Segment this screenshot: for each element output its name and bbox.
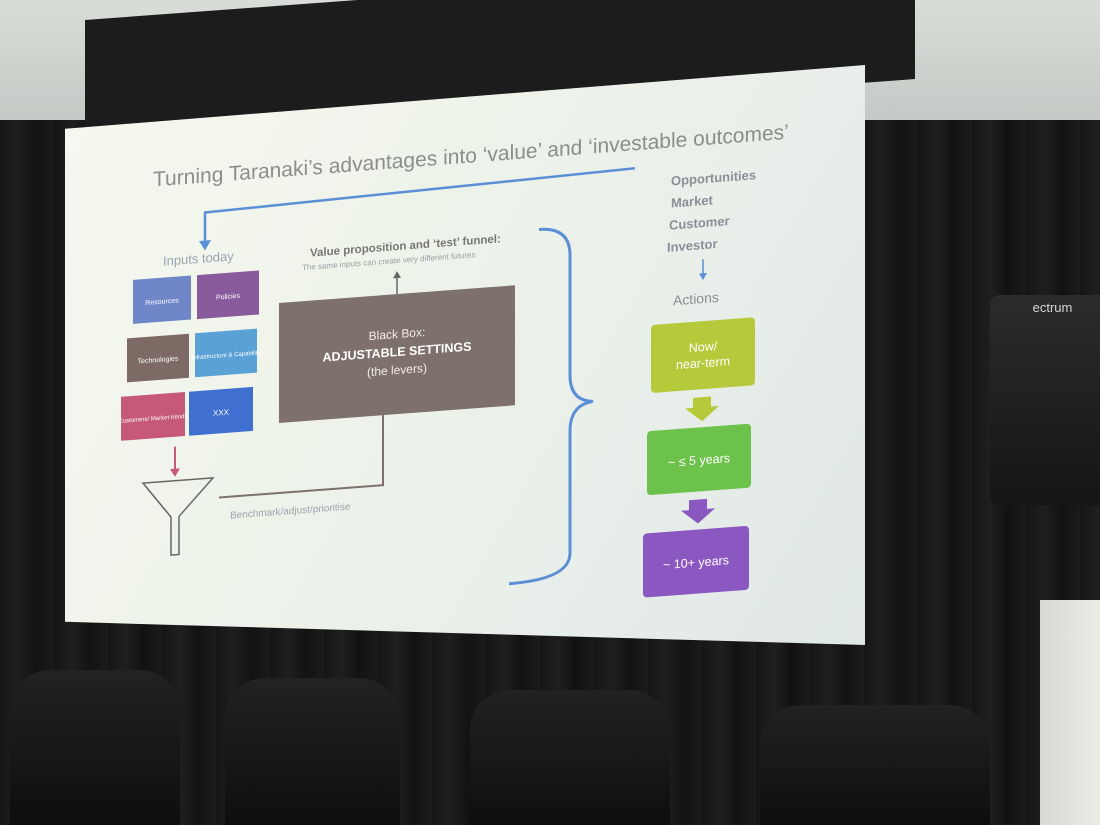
- black-box-line1: Black Box:: [369, 325, 426, 343]
- action-label: Now/: [689, 339, 718, 355]
- opportunity-investor: Investor: [667, 236, 718, 255]
- input-label: XXX: [213, 408, 230, 418]
- action-label-sub: near-term: [676, 354, 730, 372]
- input-box-policies: Policies: [197, 270, 259, 320]
- inputs-to-funnel-arrow-head-icon: [170, 468, 180, 477]
- action-label: ~ 10+ years: [663, 553, 729, 572]
- input-box-infrastructure: Infrastructure & Capability: [192, 328, 261, 378]
- lectern: [1040, 600, 1100, 825]
- input-box-resources: Resources: [133, 275, 191, 324]
- speaker-cabinet: [990, 295, 1100, 505]
- opportunities-heading: Opportunities: [671, 167, 756, 188]
- funnel-icon: [141, 477, 215, 556]
- speaker-brand-label: ectrum: [1032, 300, 1073, 315]
- black-box: Black Box: ADJUSTABLE SETTINGS (the leve…: [279, 285, 515, 423]
- action-down-arrow-icon: [685, 396, 719, 422]
- opportunity-customer: Customer: [669, 213, 730, 233]
- input-box-customers: Customers/ Market trends: [119, 391, 188, 441]
- curly-brace: [508, 227, 594, 586]
- chair: [470, 690, 670, 825]
- opportunities-down-arrow-head-icon: [699, 272, 707, 281]
- input-label: Technologies: [138, 355, 179, 365]
- action-box-10-years: ~ 10+ years: [643, 525, 749, 598]
- opportunity-market: Market: [671, 192, 714, 210]
- funnel-to-blackbox-arrow: [219, 389, 384, 499]
- input-box-xxx: XXX: [189, 386, 253, 436]
- chair: [10, 670, 180, 825]
- input-box-technologies: Technologies: [127, 333, 189, 383]
- input-label: Resources: [145, 297, 179, 307]
- feedback-arrow: [203, 167, 636, 243]
- black-box-line3: (the levers): [367, 361, 427, 379]
- input-label: Policies: [216, 293, 241, 302]
- inputs-heading: Inputs today: [163, 248, 234, 268]
- benchmark-label: Benchmark/adjust/prioritise: [230, 502, 351, 522]
- chair: [760, 705, 990, 825]
- actions-heading: Actions: [673, 289, 719, 308]
- action-label: ~ ≤ 5 years: [668, 451, 730, 470]
- blackbox-up-arrow-head-icon: [393, 271, 401, 279]
- action-box-now: Now/ near-term: [651, 317, 755, 393]
- action-box-5-years: ~ ≤ 5 years: [647, 423, 751, 496]
- slide: Turning Taranaki’s advantages into ‘valu…: [119, 121, 789, 598]
- input-label: Customers/ Market trends: [119, 414, 188, 425]
- chair: [225, 678, 400, 825]
- feedback-arrow-head-icon: [199, 240, 211, 251]
- input-label: Infrastructure & Capability: [192, 350, 261, 361]
- action-down-arrow-icon: [681, 498, 715, 524]
